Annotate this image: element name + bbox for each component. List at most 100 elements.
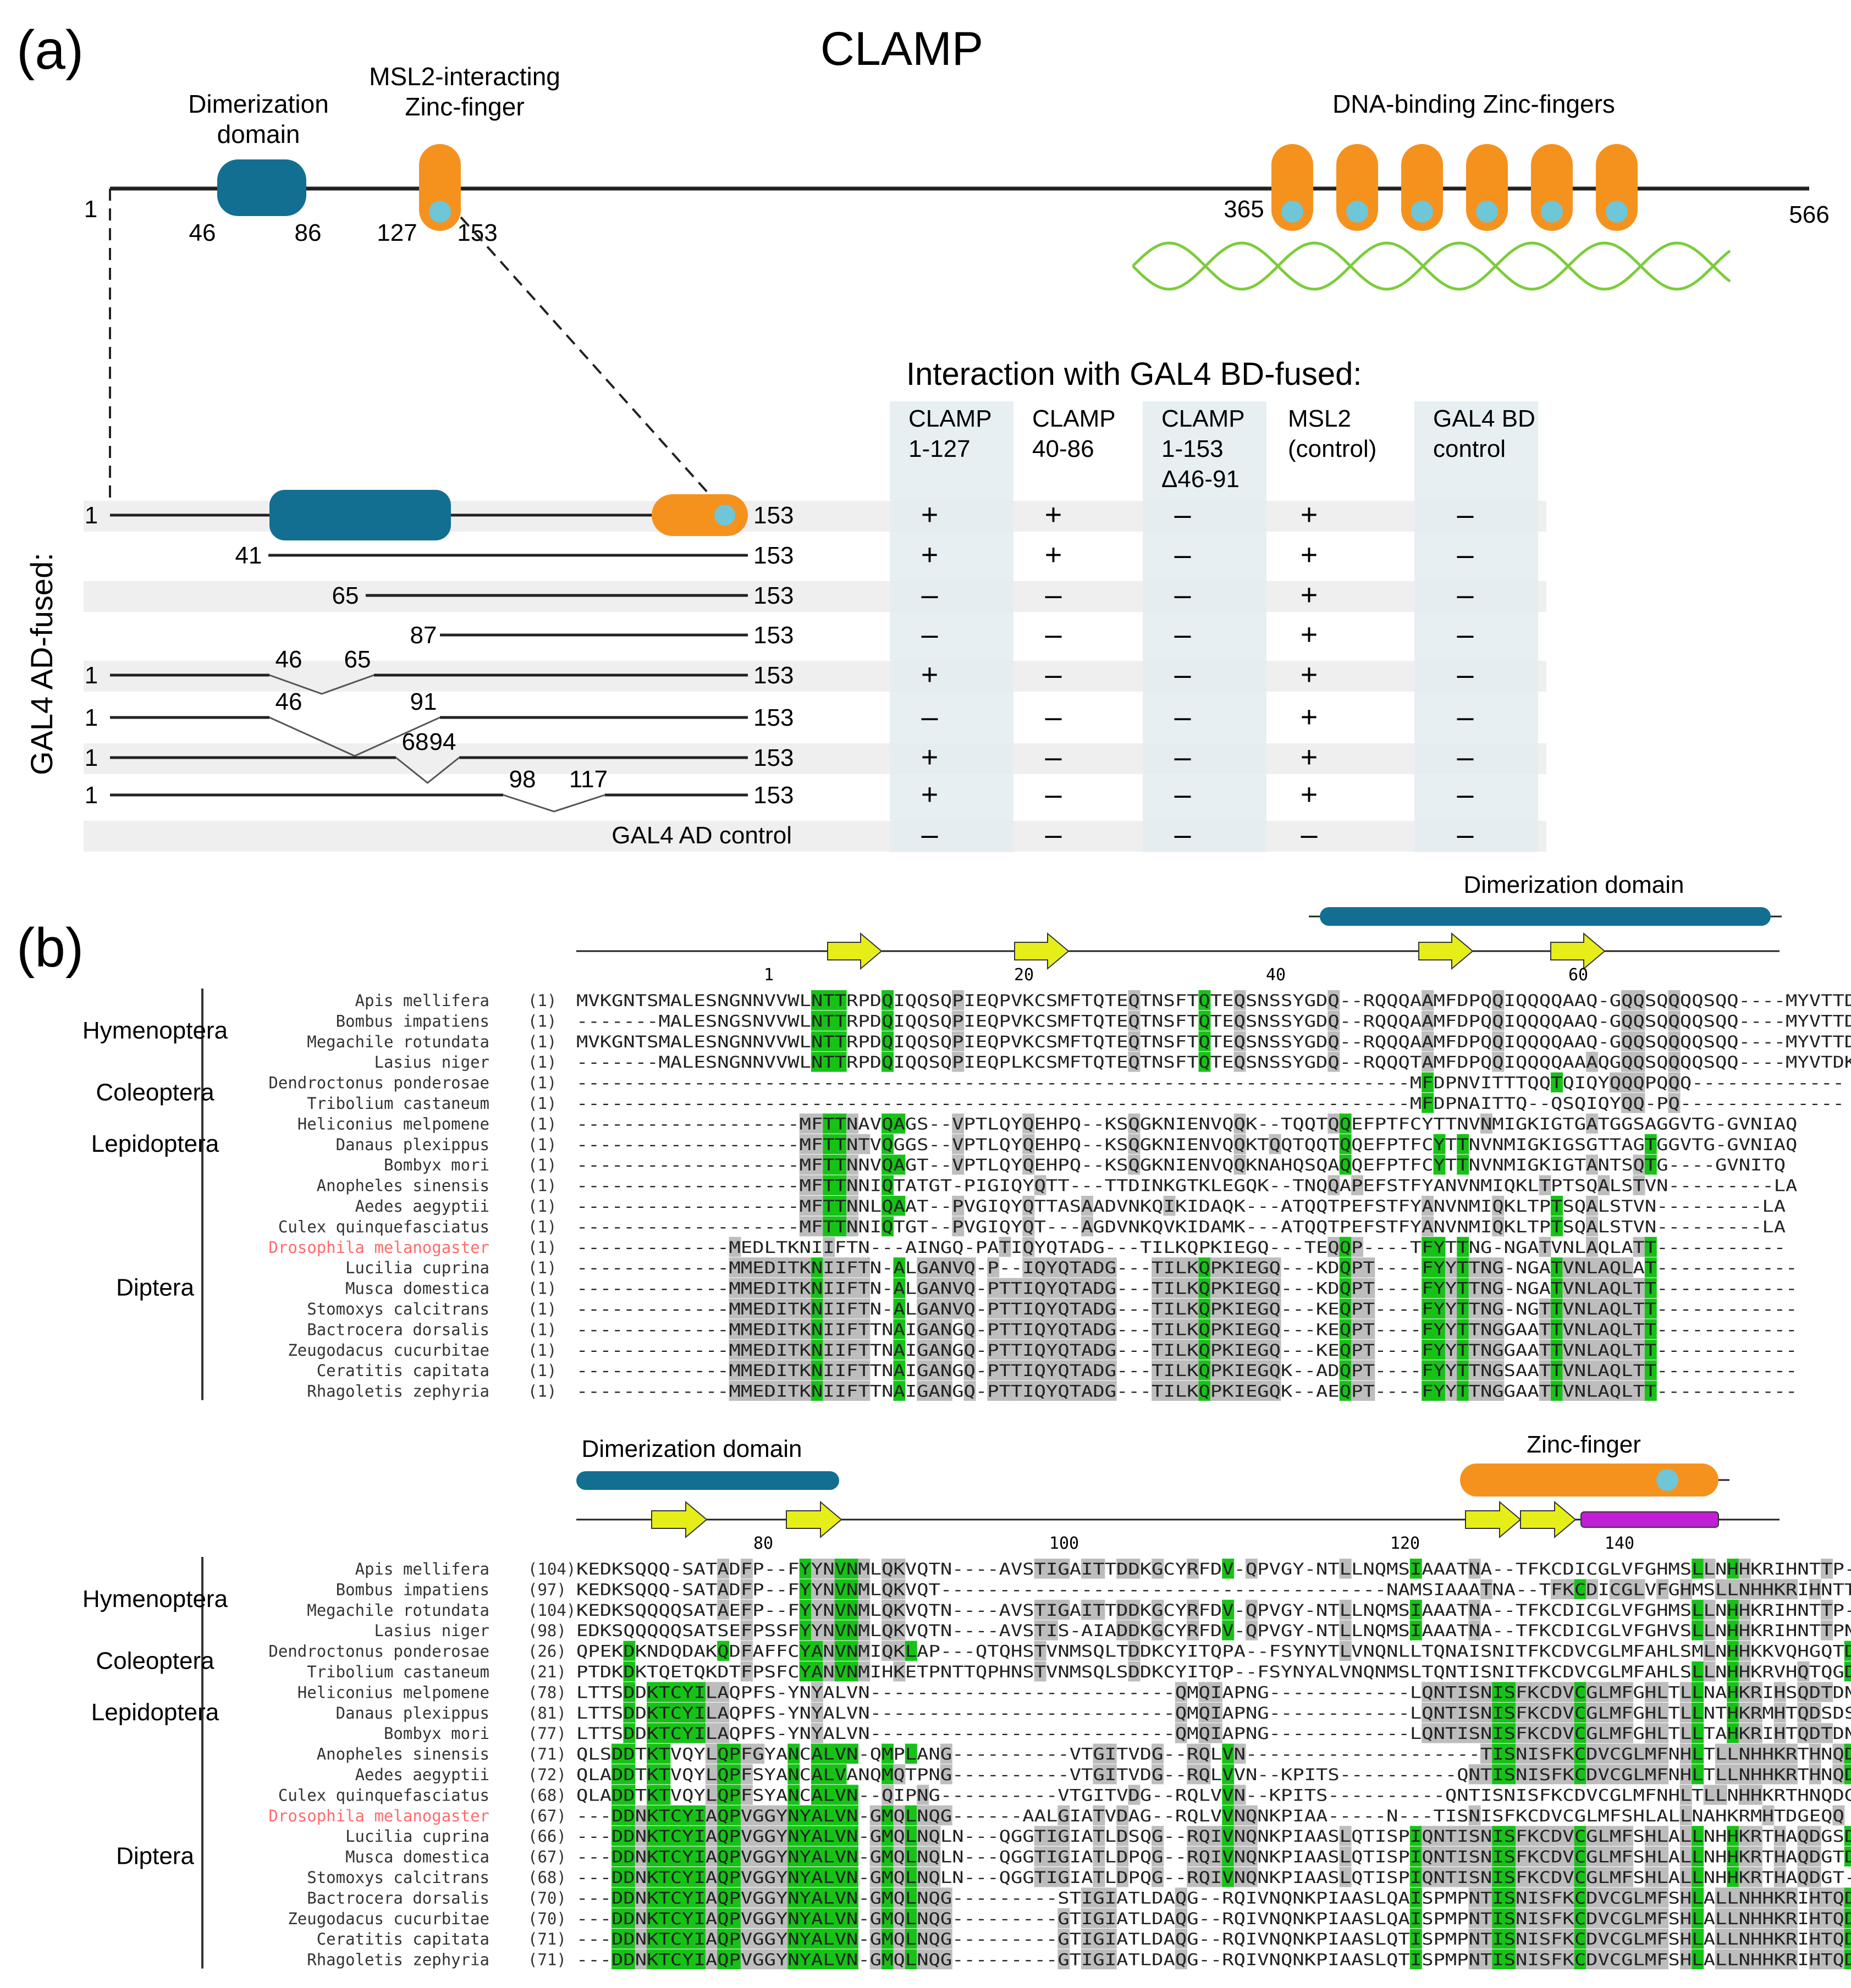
- alignment-cell: [1821, 1929, 1833, 1949]
- sequence-start: (1): [528, 1156, 557, 1174]
- alignment-cell: [1786, 1743, 1798, 1764]
- alignment-cell: [1773, 1579, 1786, 1599]
- alignment-cell: [1492, 1929, 1505, 1949]
- taxon-group: Coleoptera: [96, 1647, 214, 1674]
- alignment-cell: [1679, 1929, 1692, 1949]
- alignment-cell: [1222, 1599, 1235, 1620]
- alignment-cell: [1198, 1339, 1211, 1360]
- alignment-cell: [1586, 1236, 1599, 1257]
- alignment-cell: [799, 1620, 812, 1641]
- alignment-cell: [893, 1764, 906, 1785]
- alignment-cell: [1409, 1559, 1422, 1579]
- alignment-cell: [1539, 1846, 1551, 1866]
- alignment-cell: [858, 1134, 871, 1155]
- alignment-cell: [823, 1299, 835, 1319]
- alignment-cell: [740, 1339, 753, 1360]
- interaction-result: –: [1301, 818, 1317, 851]
- alignment-cell: [1152, 1743, 1164, 1764]
- sequence: MVKGNTSMALESNGNNVVWLNTTRPDQIQQSQPIEQPVKC…: [576, 1032, 1851, 1051]
- alignment-cell: [882, 1031, 894, 1052]
- alignment-cell: [1609, 1846, 1622, 1866]
- alignment-cell: [823, 1805, 835, 1826]
- alignment-cell: [1609, 1908, 1622, 1929]
- alignment-cell: [1022, 1113, 1035, 1134]
- alignment-cell: [1809, 1682, 1821, 1702]
- alignment-cell: [1093, 1887, 1105, 1908]
- alignment-cell: [1422, 1093, 1434, 1113]
- species-name: Bombyx mori: [384, 1156, 489, 1174]
- sequence: -------------------MFTTNNLQAAT--PVGIQYQT…: [576, 1197, 1786, 1216]
- taxon-group: Diptera: [116, 1274, 194, 1301]
- alignment-cell: [799, 1339, 812, 1360]
- alignment-cell: [1809, 1846, 1821, 1866]
- alignment-cell: [1269, 1380, 1281, 1401]
- alignment-cell: [1457, 1257, 1469, 1278]
- alignment-cell: [729, 1380, 741, 1401]
- alignment-cell: [1093, 1867, 1105, 1887]
- sequence-start: (1): [528, 1012, 557, 1030]
- alignment-cell: [775, 1360, 788, 1380]
- alignment-cell: [811, 1846, 823, 1866]
- alignment-cell: [1010, 1339, 1023, 1360]
- alignment-cell: [1245, 1360, 1258, 1380]
- alignment-cell: [1586, 1257, 1599, 1278]
- alignment-cell: [1633, 1339, 1645, 1360]
- alignment-cell: [623, 1682, 636, 1702]
- alignment-cell: [1492, 1846, 1505, 1866]
- species-name: Culex quinquefasciatus: [278, 1786, 489, 1804]
- alignment-cell: [1480, 1278, 1492, 1298]
- alignment-cell: [893, 1339, 906, 1360]
- alignment-cell: [623, 1887, 636, 1908]
- sequence: MVKGNTSMALESNGNNVVWLNTTRPDQIQQSQPIEQPVKC…: [576, 991, 1851, 1010]
- alignment-cell: [1433, 1257, 1446, 1278]
- alignment-cell: [811, 1723, 823, 1743]
- alignment-cell: [917, 1319, 929, 1339]
- alignment-cell: [811, 1010, 823, 1031]
- alignment-cell: [1069, 1319, 1082, 1339]
- alignment-cell: [1832, 1949, 1845, 1969]
- alignment-cell: [1468, 1702, 1481, 1723]
- alignment-cell: [1128, 1155, 1141, 1175]
- alignment-cell: [717, 1702, 730, 1723]
- alignment-cell: [928, 1299, 941, 1319]
- alignment-cell: [1692, 1743, 1704, 1764]
- alignment-cell: [1773, 1702, 1786, 1723]
- alignment-cell: [1633, 1093, 1645, 1113]
- alignment-cell: [752, 1929, 765, 1949]
- alignment-cell: [928, 1908, 941, 1929]
- alignment-cell: [612, 1846, 624, 1866]
- alignment-cell: [647, 1682, 659, 1702]
- alignment-cell: [834, 1661, 847, 1682]
- column-header: 1-153: [1161, 435, 1224, 462]
- alignment-cell: [1222, 1319, 1235, 1339]
- alignment-cell: [1034, 1278, 1046, 1298]
- alignment-cell: [834, 1846, 847, 1866]
- msl2-zf-label: Zinc-finger: [405, 92, 524, 121]
- alignment-cell: [1773, 1764, 1786, 1785]
- alignment-cell: [811, 1155, 823, 1175]
- alignment-cell: [823, 1620, 835, 1641]
- alignment-cell: [1175, 1339, 1187, 1360]
- alignment-cell: [1551, 1579, 1563, 1599]
- alignment-cell: [893, 1579, 906, 1599]
- alignment-cell: [823, 1785, 835, 1805]
- alignment-cell: [1715, 1908, 1727, 1929]
- alignment-cell: [1257, 1319, 1270, 1339]
- alignment-cell: [834, 1196, 847, 1216]
- species-name: Lucilia cuprina: [345, 1827, 489, 1846]
- alignment-cell: [858, 1559, 871, 1579]
- alignment-cell: [858, 1599, 871, 1620]
- alignment-cell: [1656, 1702, 1669, 1723]
- alignment-cell: [1738, 1682, 1751, 1702]
- alignment-cell: [1022, 1134, 1035, 1155]
- alignment-cell: [1057, 1949, 1070, 1969]
- alignment-cell: [1222, 1559, 1235, 1579]
- alignment-cell: [1163, 1196, 1176, 1216]
- alignment-cell: [1245, 1867, 1258, 1887]
- alignment-cell: [1104, 1887, 1117, 1908]
- alignment-cell: [1633, 1031, 1645, 1052]
- alignment-cell: [1422, 1682, 1434, 1702]
- alignment-cell: [1633, 1949, 1645, 1969]
- alignment-cell: [1057, 1559, 1070, 1579]
- sequence-start: (1): [528, 1382, 557, 1401]
